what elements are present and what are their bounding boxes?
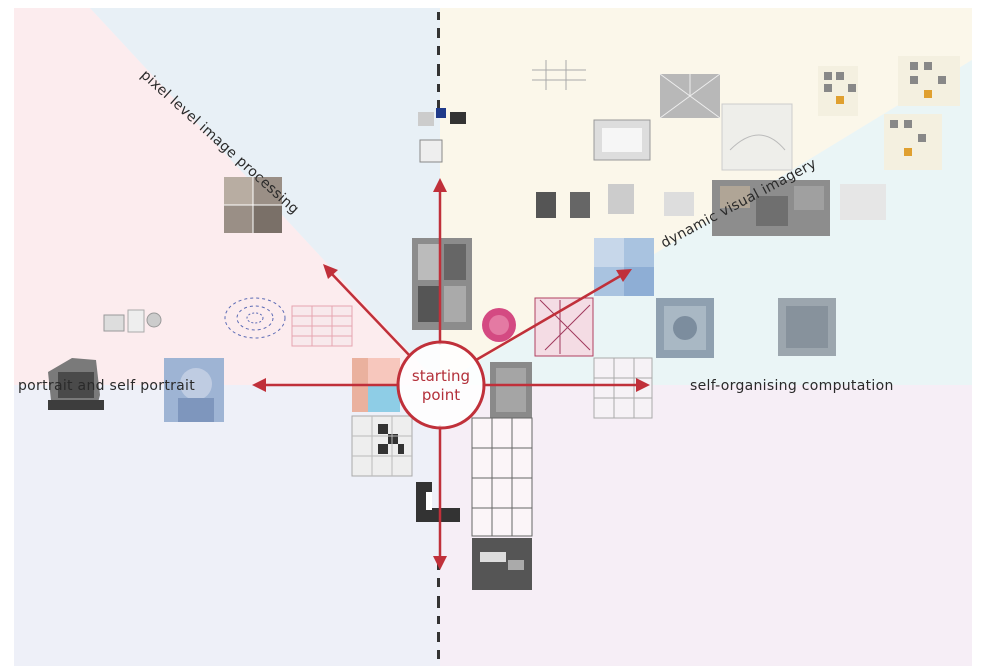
arrow-up[interactable] (433, 178, 447, 345)
center-label-line-2: point (422, 386, 460, 404)
grid-thumbnail (471, 417, 533, 537)
noise-thumbnail (659, 73, 721, 119)
arrow-left[interactable] (252, 378, 400, 392)
thumbnails (48, 56, 960, 590)
region-bottom-right (440, 385, 972, 666)
noise-thumbnail (490, 362, 532, 418)
camera-icon (103, 309, 162, 333)
tile-thumbnail (416, 482, 460, 522)
image-thumbnail (721, 103, 793, 171)
arrow-upper-left[interactable] (323, 264, 411, 357)
arrows (252, 178, 650, 570)
arrow-upper-right[interactable] (475, 269, 632, 362)
spiral-thumbnail (224, 297, 286, 339)
noise-thumbnail (482, 308, 516, 342)
starting-point-node[interactable]: starting point (396, 340, 486, 430)
image-thumbnail (418, 108, 466, 163)
photo-thumbnail (536, 180, 886, 236)
arrow-down[interactable] (433, 425, 447, 570)
label-left: portrait and self portrait (18, 378, 195, 394)
portrait-thumbnail[interactable] (164, 358, 224, 422)
region-bottom-left (14, 385, 440, 666)
noise-thumbnail[interactable] (534, 297, 594, 357)
image-thumbnail (593, 119, 651, 161)
center-label-line-1: starting (412, 367, 470, 385)
arrow-right[interactable] (482, 378, 650, 392)
grid-thumbnail (351, 415, 413, 477)
grid-thumbnail (532, 60, 586, 90)
tile-thumbnail (818, 56, 960, 170)
label-right: self-organising computation (690, 378, 894, 394)
noise-thumbnail (656, 298, 836, 358)
grid-thumbnail (291, 305, 353, 347)
photo-thumbnail (472, 538, 532, 590)
camera-icon (48, 358, 104, 410)
photo-thumbnail[interactable] (412, 238, 472, 330)
image-thumbnail[interactable] (224, 177, 282, 233)
grid-thumbnail (593, 357, 653, 419)
